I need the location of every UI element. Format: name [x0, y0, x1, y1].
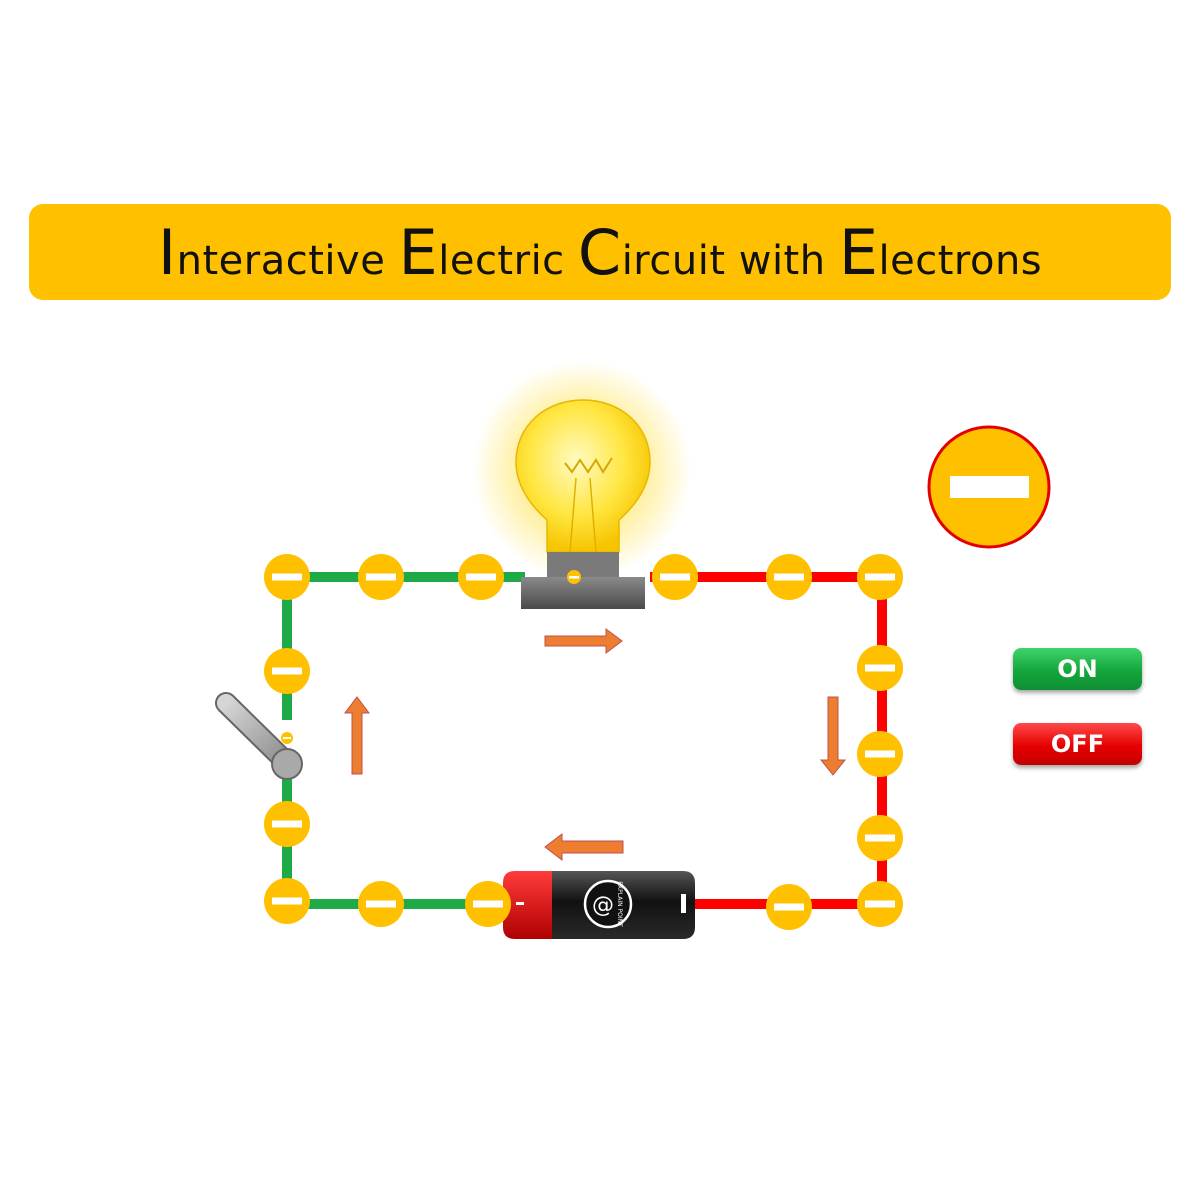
current-arrow-icon: [819, 696, 847, 776]
title-rest-4: lectrons: [878, 237, 1043, 284]
electrons-group: [264, 554, 903, 930]
title-banner: Interactive Electric Circuit with Electr…: [29, 204, 1171, 300]
electron-minus-icon: [766, 554, 812, 600]
off-button[interactable]: OFF: [1013, 723, 1142, 765]
title-rest-2: lectric: [438, 237, 578, 284]
electron-minus-icon: [857, 815, 903, 861]
electron-minus-icon: [766, 884, 812, 930]
electron-minus-icon: [652, 554, 698, 600]
electron-minus-icon: [857, 881, 903, 927]
electron-minus-icon: [358, 881, 404, 927]
on-button[interactable]: ON: [1013, 648, 1142, 690]
wire-positive: [650, 572, 887, 909]
electron-minus-icon: [264, 554, 310, 600]
title-cap-4: E: [838, 215, 879, 289]
electron-minus-icon: [264, 648, 310, 694]
current-arrow-icon: [544, 628, 623, 654]
electron-minus-icon: [857, 554, 903, 600]
electron-minus-icon: [358, 554, 404, 600]
light-bulb-icon[interactable]: [472, 360, 692, 609]
electron-minus-icon: [857, 731, 903, 777]
wire-negative: [282, 572, 525, 909]
electron-minus-icon: [458, 554, 504, 600]
title-rest-1: nteractive: [176, 237, 399, 284]
current-arrow-icon: [544, 832, 624, 862]
electron-legend-icon: [927, 425, 1051, 549]
battery-logo-mark: @: [592, 893, 614, 918]
battery-icon: @ EXPLAIN POINT: [503, 871, 695, 939]
current-arrow-icon: [344, 696, 370, 775]
page-title: Interactive Electric Circuit with Electr…: [158, 216, 1042, 289]
title-cap-1: I: [157, 215, 177, 289]
switch-lever-icon[interactable]: [215, 692, 303, 780]
electron-minus-icon: [465, 881, 511, 927]
title-cap-2: E: [398, 215, 439, 289]
electron-minus-icon: [264, 801, 310, 847]
electron-minus-icon: [857, 645, 903, 691]
electron-minus-icon: [264, 878, 310, 924]
title-rest-3: ircuit with: [621, 237, 839, 284]
title-cap-3: C: [577, 215, 622, 289]
battery-logo-text: EXPLAIN POINT: [616, 881, 623, 927]
